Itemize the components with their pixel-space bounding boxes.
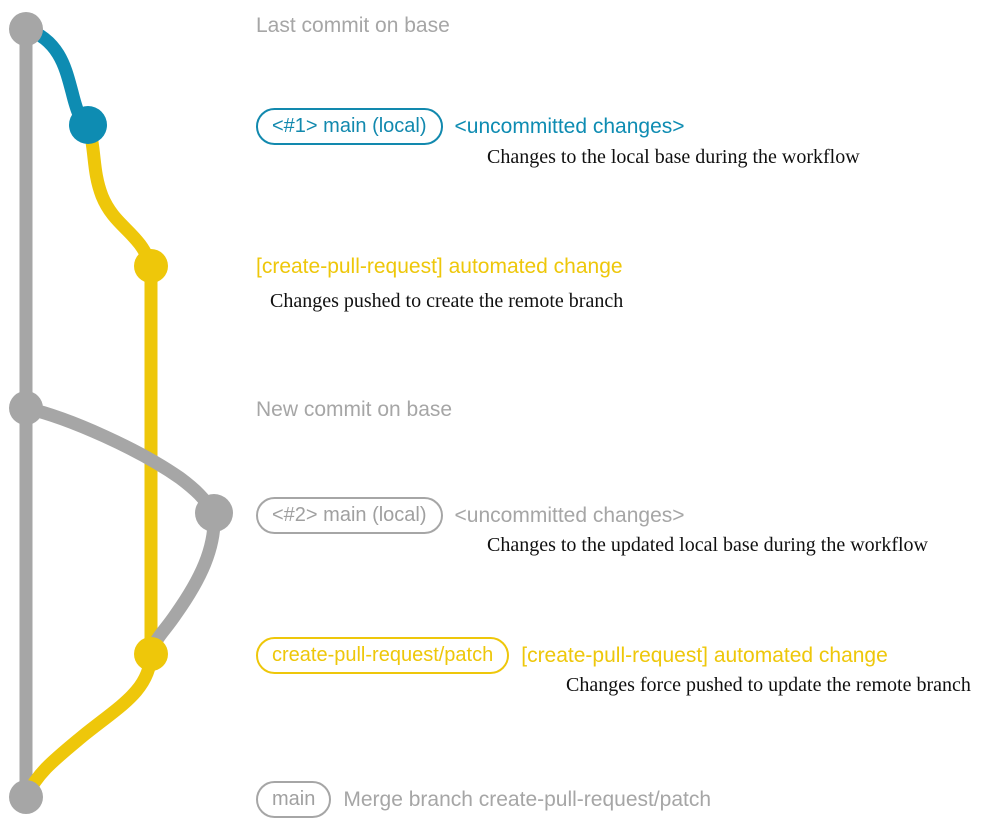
commit-desc-automated-change-1: Changes pushed to create the remote bran… [270,290,624,312]
commit-node-local-2 [195,494,233,532]
commit-title-local-main-1: <uncommitted changes> [454,114,685,138]
ref-badge-main[interactable]: main [256,781,332,818]
ref-badge-local-main-1[interactable]: <#1> main (local) [256,108,443,145]
patch-line-1 [81,118,158,273]
headline-local-main-1: <#1> main (local) <uncommitted changes> [256,108,685,145]
patch2-to-merge-line [19,647,158,804]
headline-automated-change-2: create-pull-request/patch [create-pull-r… [256,637,888,674]
section-title-new-commit-on-base: New commit on base [256,398,453,421]
commit-node-base-last [9,12,43,46]
ref-badge-local-main-2[interactable]: <#2> main (local) [256,497,443,534]
headline-local-main-2: <#2> main (local) <uncommitted changes> [256,497,685,534]
commit-desc-local-main-1: Changes to the local base during the wor… [487,146,860,168]
commit-desc-local-main-2: Changes to the updated local base during… [487,534,928,556]
commit-node-patch-2 [134,637,168,671]
commit-title-automated-change-1: [create-pull-request] automated change [256,255,623,278]
headline-automated-change-1: [create-pull-request] automated change [256,255,623,279]
commit-title-automated-change-2: [create-pull-request] automated change [521,643,888,667]
commit-title-merge-commit: Merge branch create-pull-request/patch [343,787,712,811]
commit-desc-automated-change-2: Changes force pushed to update the remot… [566,674,971,696]
commit-node-merge [9,780,43,814]
headline-merge-commit: main Merge branch create-pull-request/pa… [256,781,711,818]
commit-node-patch-1 [134,249,168,283]
base-to-local2-line [19,401,221,520]
ref-badge-create-pull-request-patch[interactable]: create-pull-request/patch [256,637,510,674]
section-title-last-commit-on-base: Last commit on base [256,14,450,37]
commit-title-local-main-2: <uncommitted changes> [454,503,685,527]
commit-node-local-1 [69,106,107,144]
commit-node-base-new [9,391,43,425]
